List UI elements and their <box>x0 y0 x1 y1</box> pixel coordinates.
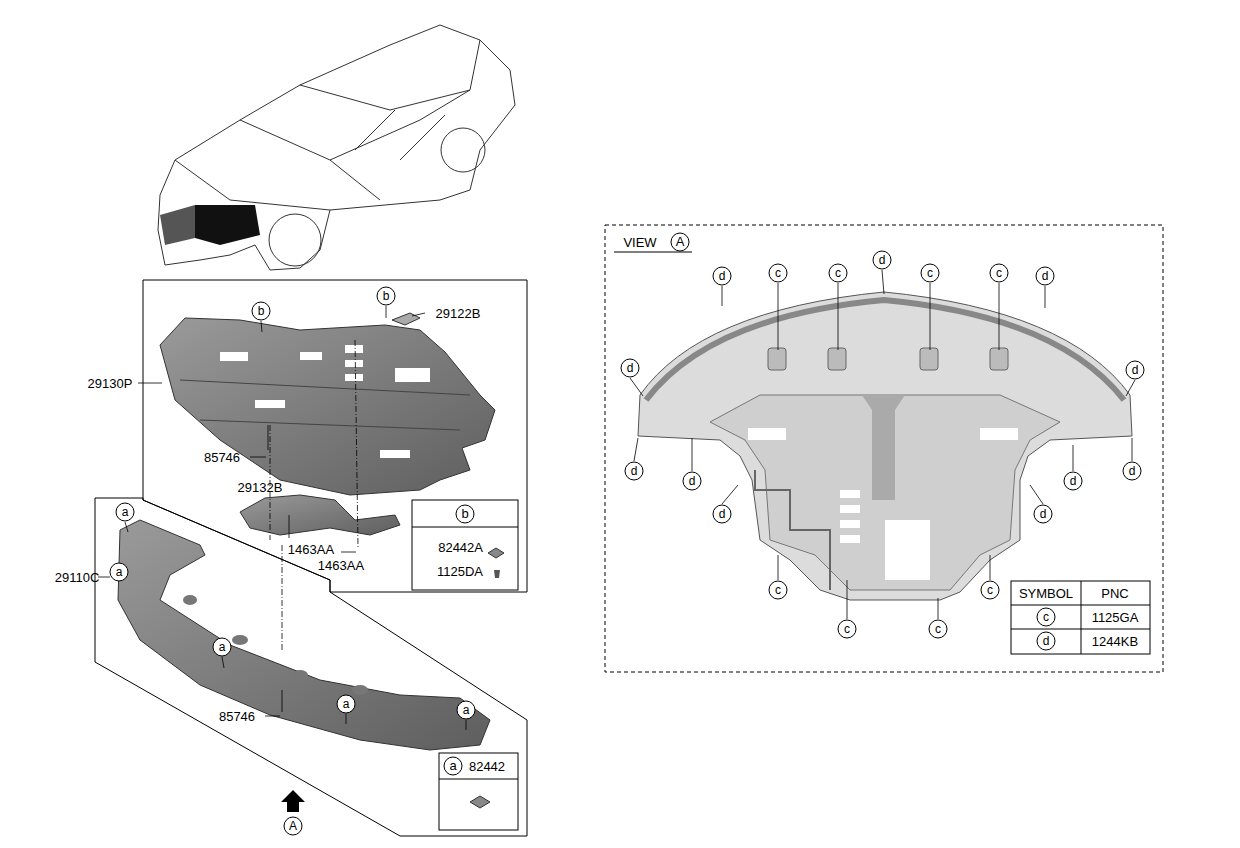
symbol-circle: c <box>769 581 788 600</box>
callout-number: 1244KB <box>1092 634 1138 649</box>
symbol-circle: b <box>377 287 396 306</box>
legend-box: b 82442A 1125DA <box>412 500 518 590</box>
callout-number: 29132B <box>238 480 283 495</box>
symbol-circle: c <box>981 581 1000 600</box>
symbol-circle: A <box>284 817 303 836</box>
symbol-circle: d <box>713 267 732 286</box>
symbol-circle: A <box>671 233 690 252</box>
part-number: 1125DA <box>437 564 483 579</box>
callout-number: 1463AA <box>288 542 334 557</box>
callout-number: 29122B <box>436 306 481 321</box>
symbol-circle: a <box>337 695 356 714</box>
symbol-circle: c <box>838 620 857 639</box>
symbol-circle: c <box>769 264 788 283</box>
symbol-circle: c <box>829 264 848 283</box>
symbol-circle: c <box>990 264 1009 283</box>
callout-number: PNC <box>1101 586 1128 601</box>
symbol-circle: d <box>1064 472 1083 491</box>
symbol-circle: d <box>713 505 732 524</box>
callout-number: 85746 <box>219 709 255 724</box>
symbol-circle: d <box>873 251 892 270</box>
symbol-circle: d <box>625 462 644 481</box>
symbol-circle: c <box>929 620 948 639</box>
symbol-circle: c <box>1037 608 1056 627</box>
symbol-circle: a <box>213 638 232 657</box>
view-panel: VIEW A <box>605 225 1163 672</box>
callout-number: 1463AA <box>318 558 364 573</box>
symbol-circle: a <box>116 503 135 522</box>
legend-box: a 82442 <box>439 753 518 830</box>
callout-number: 1125GA <box>1092 610 1139 625</box>
symbol-circle: b <box>456 505 475 524</box>
symbol-circle: d <box>621 359 640 378</box>
part-number: 82442 <box>469 759 505 774</box>
symbol-circle: a <box>110 563 129 582</box>
symbol-circle: d <box>1037 632 1056 651</box>
symbol-circle: d <box>1123 462 1142 481</box>
callout-number: 85746 <box>204 450 240 465</box>
part-number: VIEW <box>623 235 656 250</box>
symbol-circle: d <box>1126 361 1145 380</box>
symbol-circle: a <box>444 757 463 776</box>
symbol-circle: d <box>1036 267 1055 286</box>
symbol-circle: c <box>921 264 940 283</box>
callout-number: 29110C <box>55 570 100 585</box>
part-number: 82442A <box>438 540 483 555</box>
symbol-circle: d <box>683 472 702 491</box>
symbol-circle: b <box>252 302 271 321</box>
callout-number: SYMBOL <box>1019 586 1073 601</box>
callout-number: 29130P <box>88 376 133 391</box>
symbol-circle: a <box>457 701 476 720</box>
symbol-circle: d <box>1034 505 1053 524</box>
